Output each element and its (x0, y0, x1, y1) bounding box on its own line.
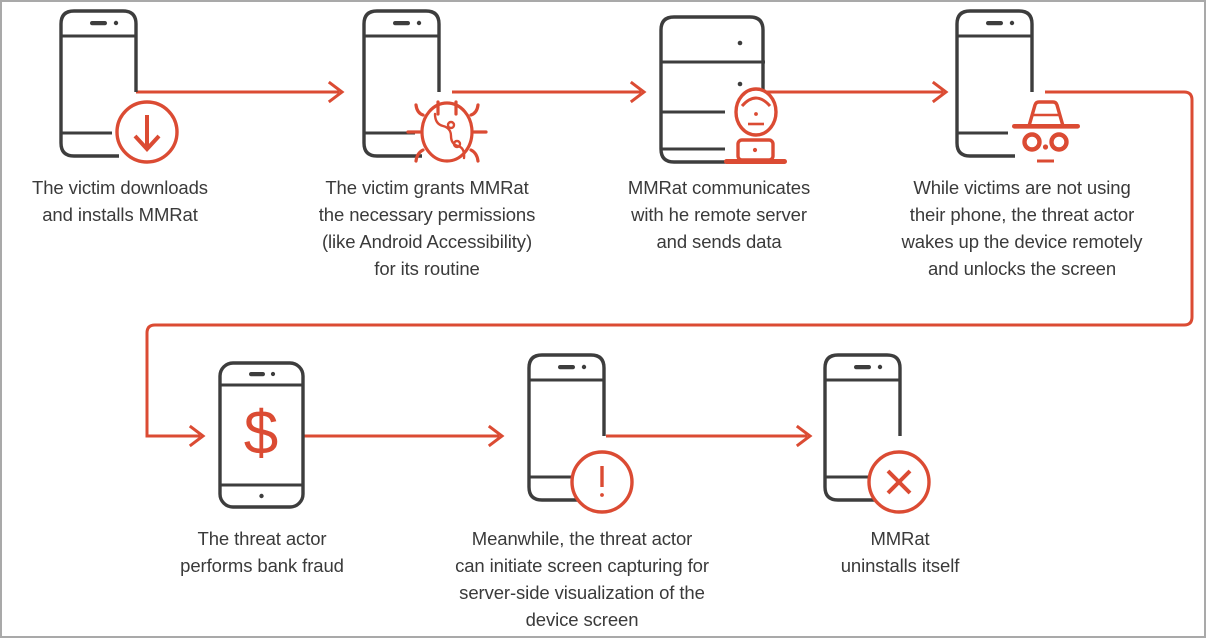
step-7-caption: MMRat uninstalls itself (840, 528, 960, 576)
exclamation-circle-icon (570, 450, 634, 514)
hat-brim-icon (1012, 124, 1080, 129)
speaker-slot-icon (90, 21, 107, 26)
phone-full-icon (218, 361, 305, 509)
step-7-graphic (823, 353, 931, 514)
step-1-caption: The victim downloads and installs MMRat (32, 177, 208, 225)
server-led-icon (737, 81, 743, 87)
connector-step4-to-step5 (145, 90, 1194, 448)
connector-step1-to-step2 (136, 80, 345, 104)
step-3-graphic (659, 15, 787, 164)
hacker-hat-icon (1012, 100, 1080, 163)
connector-step2-to-step3 (452, 80, 647, 104)
step-1-graphic (59, 9, 179, 164)
step-4-caption: While victims are not using their phone,… (901, 177, 1143, 279)
speaker-slot-icon (558, 365, 575, 370)
cross-circle-icon (867, 450, 931, 514)
phone-partial-icon (955, 9, 1034, 158)
step-2-graphic (362, 9, 488, 163)
eye-icon (1049, 132, 1069, 152)
server-led-icon (737, 40, 743, 46)
phone-partial-icon (823, 353, 902, 502)
nose-icon (1042, 144, 1049, 150)
step-4-graphic (955, 9, 1080, 163)
speaker-slot-icon (393, 21, 410, 26)
step-2-caption: The victim grants MMRat the necessary pe… (318, 177, 536, 279)
front-camera-icon (877, 364, 883, 370)
eye-icon (1022, 132, 1042, 152)
step-3-caption: MMRat communicates with he remote server… (627, 177, 811, 252)
dollar-sign-icon: $ (244, 399, 278, 468)
speaker-slot-icon (986, 21, 1003, 26)
server-rack-icon (659, 15, 765, 164)
connector-step6-to-step7 (606, 424, 813, 448)
front-camera-icon (416, 20, 422, 26)
step-5-caption: The threat actor performs bank fraud (180, 528, 344, 576)
connector-step5-to-step6 (302, 424, 505, 448)
phone-partial-icon (59, 9, 138, 158)
svg-text:$: $ (244, 399, 278, 468)
bug-icon (406, 100, 488, 163)
download-arrow-icon (115, 100, 179, 164)
front-camera-icon (113, 20, 119, 26)
front-camera-icon (270, 371, 276, 377)
front-camera-icon (581, 364, 587, 370)
speaker-slot-icon (854, 365, 871, 370)
person-at-laptop-icon (724, 87, 787, 164)
step-6-caption: Meanwhile, the threat actor can initiate… (455, 528, 709, 630)
front-camera-icon (1009, 20, 1015, 26)
step-6-graphic (527, 353, 634, 514)
step-5-graphic: $ (218, 361, 305, 509)
speaker-slot-icon (249, 372, 265, 377)
phone-partial-icon (362, 9, 441, 158)
connector-step3-to-step4 (752, 80, 949, 104)
home-button-icon (259, 493, 264, 499)
